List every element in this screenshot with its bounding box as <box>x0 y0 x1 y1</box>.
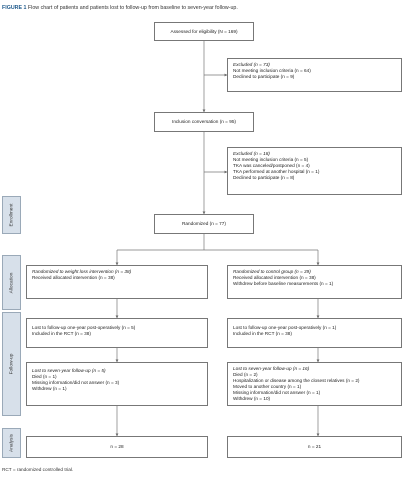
alloc-right-title: Randomized to control group (n = 39) <box>233 269 311 274</box>
stage-follow-up: Follow-up <box>2 312 21 416</box>
fu7-right-title: Lost to seven-year follow-up (n = 16) <box>233 366 310 371</box>
excluded2-line: TKA performed at another hospital (n = 1… <box>233 169 320 174</box>
figure-title: FIGURE 1 Flow chart of patients and pati… <box>2 5 238 12</box>
fu7-left-line: Died (n = 1) <box>32 374 57 379</box>
assessed-text: Assessed for eligibility (N = 169) <box>170 28 238 34</box>
inclusion-text: Inclusion conversation (n = 95) <box>172 119 236 124</box>
fu1-left-line: Lost to follow-up one-year post-operativ… <box>32 325 136 330</box>
fu7-right-box: Lost to seven-year follow-up (n = 16) Di… <box>227 362 402 406</box>
fu1-right-box: Lost to follow-up one-year post-operativ… <box>227 318 402 348</box>
alloc-left-line: Received allocated intervention (n = 38) <box>32 275 115 280</box>
figure-label: FIGURE 1 <box>2 5 27 11</box>
alloc-right-line: Withdrew before baseline measurements (n… <box>233 281 334 286</box>
fu7-right-line: Died (n = 2) <box>233 372 258 377</box>
fu7-left-title: Lost to seven-year follow-up (n = 5) <box>32 368 106 373</box>
stage-allocation-label: Allocation <box>9 272 14 293</box>
excluded2-title: Excluded (n = 18) <box>233 151 270 156</box>
analysis-right-text: n = 21 <box>307 444 322 449</box>
stage-enrollment-label: Enrollment <box>9 203 14 227</box>
fu7-right-line: Missing information/did not answer (n = … <box>233 390 321 395</box>
figure-caption: Flow chart of patients and patients lost… <box>27 5 238 11</box>
fu1-right-line: Included in the RCT (n = 38) <box>233 331 292 336</box>
footnote: RCT = randomized controlled trial. <box>2 467 74 472</box>
fu1-right-line: Lost to follow-up one-year post-operativ… <box>233 325 337 330</box>
fu7-left-box: Lost to seven-year follow-up (n = 5) Die… <box>26 362 208 406</box>
inclusion-box: Inclusion conversation (n = 95) <box>154 112 254 132</box>
stage-analysis-label: Analysis <box>9 434 14 452</box>
alloc-right-box: Randomized to control group (n = 39) Rec… <box>227 265 402 299</box>
excluded2-box: Excluded (n = 18) Not meeting inclusion … <box>227 147 402 195</box>
analysis-left-text: n = 28 <box>110 444 124 449</box>
excluded2-line: TKA was canceled/postponed (n = 4) <box>233 163 310 168</box>
excluded1-line: Not meeting inclusion criteria (n = 64) <box>233 68 311 73</box>
randomized-box: Randomized (n = 77) <box>154 214 254 234</box>
fu7-right-line: Moved to another country (n = 1) <box>233 384 302 389</box>
stage-follow-up-label: Follow-up <box>9 353 14 375</box>
analysis-left-box: n = 28 <box>26 436 208 458</box>
alloc-right-line: Received allocated intervention (n = 38) <box>233 275 316 280</box>
alloc-left-title: Randomized to weight loss intervention (… <box>32 269 132 274</box>
fu7-right-line: Hospitalization or disease among the clo… <box>233 378 360 383</box>
analysis-right-box: n = 21 <box>227 436 402 458</box>
fu7-left-line: Missing information/did not answer (n = … <box>32 380 120 385</box>
assessed-box: Assessed for eligibility (N = 169) <box>154 22 254 41</box>
excluded1-line: Declined to participate (n = 9) <box>233 74 295 79</box>
alloc-left-box: Randomized to weight loss intervention (… <box>26 265 208 299</box>
fu7-right-line: Withdrew (n = 10) <box>233 396 271 401</box>
stage-allocation: Allocation <box>2 255 21 310</box>
excluded1-box: Excluded (n = 73) Not meeting inclusion … <box>227 58 402 92</box>
stage-analysis: Analysis <box>2 428 21 458</box>
excluded2-line: Declined to participate (n = 8) <box>233 175 295 180</box>
fu7-left-line: Withdrew (n = 1) <box>32 386 67 391</box>
excluded1-title: Excluded (n = 73) <box>233 62 270 67</box>
excluded2-line: Not meeting inclusion criteria (n = 5) <box>233 157 309 162</box>
randomized-text: Randomized (n = 77) <box>182 221 226 226</box>
fu1-left-line: Included in the RCT (n = 38) <box>32 331 91 336</box>
fu1-left-box: Lost to follow-up one-year post-operativ… <box>26 318 208 348</box>
stage-enrollment: Enrollment <box>2 196 21 234</box>
